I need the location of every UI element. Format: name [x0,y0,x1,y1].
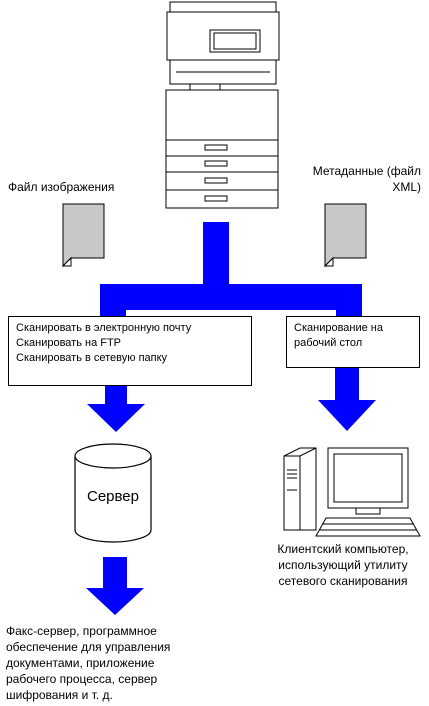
printer-icon [165,1,280,209]
desktop-scan-line2: рабочий стол [294,337,363,349]
metadata-label-line2: XML) [392,180,421,194]
destinations-line4: рабочего процесса, сервер [6,672,158,686]
desktop-scan-line1: Сканирование на [294,322,383,334]
server-label: Сервер [86,488,139,505]
client-label-line3: сетевого сканирования [278,574,408,588]
desktop-scan-box: Сканирование на рабочий стол [286,316,420,368]
scan-method-folder: Сканировать в сетевую папку [16,352,168,364]
arrow-to-client [335,368,359,404]
image-file-icon [61,203,105,268]
destinations-line2: обеспечение для управления [6,640,171,654]
metadata-file-icon [323,203,367,268]
client-label-line2: использующий утилиту [278,558,408,572]
scan-method-ftp: Сканировать на FTP [16,337,122,349]
destinations-line1: Факс-сервер, программное [6,624,157,638]
blue-flow [86,222,376,615]
scan-method-email: Сканировать в электронную почту [16,322,192,334]
destinations-line3: документами, приложение [6,656,155,670]
client-label-line1: Клиентский компьютер, [277,542,409,556]
destinations-line5: шифрования и т. д. [6,688,113,702]
computer-icon [283,447,421,537]
metadata-label-line1: Метаданные (файл [312,164,421,178]
image-file-label: Файл изображения [8,180,115,194]
arrow-to-destinations [103,557,127,591]
scan-methods-box: Сканировать в электронную почту Сканиров… [8,316,252,386]
server-icon [74,443,152,543]
